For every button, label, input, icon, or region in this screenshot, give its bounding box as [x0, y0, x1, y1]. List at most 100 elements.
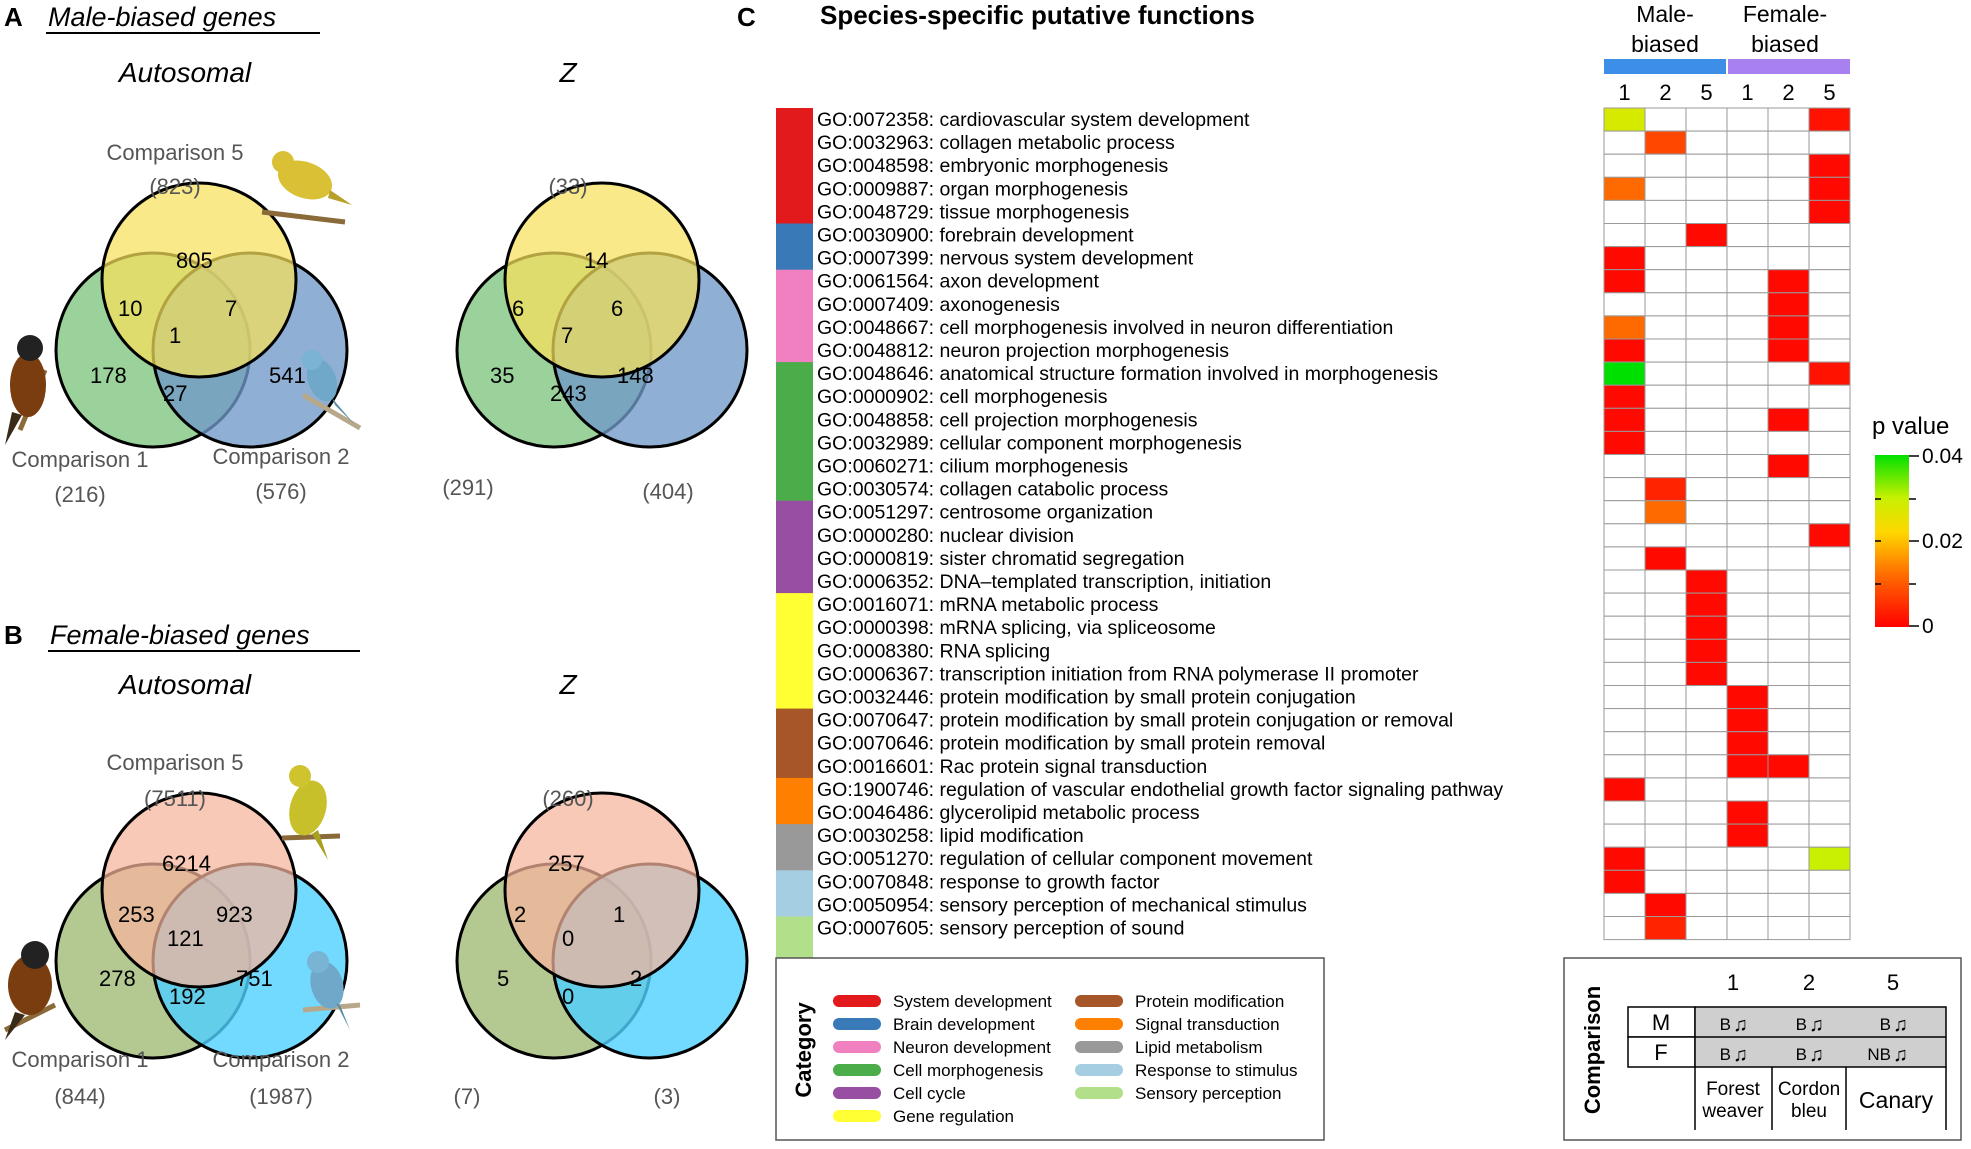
heatmap-cell: [1644, 685, 1687, 710]
heatmap-cell: [1685, 246, 1728, 271]
comparison-1-label: Comparison 1: [12, 1047, 149, 1072]
heatmap-cell: [1644, 569, 1687, 594]
heatmap-cell: [1603, 246, 1646, 271]
comparison-cell: B: [1720, 1045, 1731, 1064]
heatmap-cell: [1726, 892, 1769, 918]
venn-count-top: 257: [548, 851, 585, 876]
venn-count-right: 2: [630, 966, 642, 991]
venn-count-top-right: 6: [611, 296, 623, 321]
column-number: 5: [1823, 80, 1835, 105]
go-term-label: GO:0060271: cilium morphogenesis: [817, 456, 1128, 478]
heatmap-cell: [1685, 800, 1728, 825]
go-term-label: GO:0030258: lipid modification: [817, 825, 1084, 847]
heatmap-cell: [1603, 892, 1646, 918]
heatmap-cell: [1767, 407, 1810, 432]
heatmap-cell: [1685, 661, 1728, 687]
heatmap-cell: [1685, 430, 1728, 455]
comparison-1-total: (216): [54, 482, 105, 507]
heatmap-cell: [1767, 661, 1810, 687]
venn-circle-comparison-5: [503, 791, 701, 989]
go-term-label: GO:1900746: regulation of vascular endot…: [817, 779, 1503, 801]
heatmap-cell: [1808, 361, 1851, 386]
heatmap-cell: [1603, 292, 1646, 317]
colorbar-ticks: [1875, 455, 1919, 627]
heatmap-cell: [1685, 477, 1728, 502]
heatmap-cell: [1644, 638, 1687, 663]
venn-count-top-left: 253: [118, 902, 155, 927]
panel-b-autosomal-heading: Autosomal: [117, 669, 252, 700]
venn-count-top-left: 6: [512, 296, 524, 321]
comparison-table: Comparison 1 2 5 M F B ♫ B ♫ B ♫ B ♫ B ♫…: [1563, 957, 1962, 1141]
heatmap-cell: [1644, 430, 1687, 455]
go-term-label: GO:0030574: collagen catabolic process: [817, 479, 1168, 501]
legend-swatch: [1075, 1041, 1123, 1053]
species-canary: Canary: [1859, 1087, 1934, 1113]
colorbar-tick-label: 0.02: [1922, 530, 1963, 553]
category-block: [776, 593, 813, 710]
go-term-label: GO:0006352: DNA–templated transcription,…: [817, 571, 1271, 593]
panel-a-autosomal-heading: Autosomal: [117, 57, 252, 88]
heatmap-cell: [1767, 892, 1810, 918]
heatmap-cell: [1767, 430, 1810, 455]
go-term-label: GO:0007409: axonogenesis: [817, 294, 1060, 316]
legend-swatch: [833, 1087, 881, 1099]
comparison-5-total: (260): [542, 786, 593, 811]
heatmap-cell: [1685, 361, 1728, 386]
legend-label: Gene regulation: [893, 1107, 1014, 1126]
heatmap-cell: [1726, 546, 1769, 571]
heatmap-cell: [1808, 153, 1851, 178]
heatmap-cell: [1767, 269, 1810, 294]
comparison-cell: B: [1796, 1045, 1807, 1064]
heatmap-cell: [1685, 292, 1728, 317]
venn-count-top: 805: [176, 248, 213, 273]
heatmap-cell: [1685, 546, 1728, 571]
heatmap-cell: [1726, 916, 1769, 941]
heatmap-cell: [1685, 615, 1728, 640]
go-term-label: GO:0000902: cell morphogenesis: [817, 386, 1108, 408]
heatmap-cell: [1603, 916, 1646, 941]
heatmap-cell: [1726, 731, 1769, 756]
heatmap-cell: [1644, 500, 1687, 525]
heatmap-cell: [1808, 315, 1851, 340]
forest-weaver-icon: [3, 941, 57, 1040]
venn-count-left: 178: [90, 363, 127, 388]
heatmap-cell: [1685, 523, 1728, 548]
heatmap-cell: [1685, 199, 1728, 224]
venn-count-top: 6214: [162, 851, 211, 876]
heatmap-cell: [1603, 269, 1646, 294]
legend-label: Sensory perception: [1135, 1084, 1281, 1103]
heatmap-cell: [1644, 823, 1687, 848]
colorbar-tick-label: 0.04: [1922, 445, 1963, 468]
heatmap-cell: [1603, 569, 1646, 594]
heatmap-cell: [1685, 569, 1728, 594]
go-term-label: GO:0016601: Rac protein signal transduct…: [817, 756, 1207, 778]
heatmap-cell: [1726, 430, 1769, 455]
heatmap-cell: [1644, 754, 1687, 779]
heatmap-cell: [1726, 777, 1769, 802]
cordon-bleu-icon: [301, 350, 362, 431]
female-biased-label: Female-: [1743, 1, 1827, 27]
heatmap-cell: [1767, 523, 1810, 548]
go-term-label: GO:0008380: RNA splicing: [817, 640, 1050, 662]
heatmap-cell: [1808, 454, 1851, 479]
heatmap-cell: [1685, 223, 1728, 248]
heatmap-cell: [1726, 754, 1769, 779]
category-block: [776, 223, 813, 271]
heatmap-cell: [1603, 661, 1646, 687]
colorbar-title: p value: [1872, 413, 1949, 440]
heatmap-cell: [1685, 777, 1728, 802]
heatmap-cell: [1767, 777, 1810, 802]
go-term-label: GO:0050954: sensory perception of mechan…: [817, 894, 1307, 916]
heatmap-cell: [1685, 176, 1728, 201]
heatmap-cell: [1644, 916, 1687, 941]
heatmap-cell: [1808, 615, 1851, 640]
heatmap-cell: [1685, 708, 1728, 733]
go-term-label: GO:0007399: nervous system development: [817, 248, 1194, 270]
heatmap-cell: [1808, 107, 1851, 132]
venn-female-autosomal: 6214 278 751 253 923 192 121 Comparison …: [12, 750, 350, 1109]
music-note-icon: ♫: [1893, 1044, 1908, 1066]
comparison-col-1: 1: [1727, 970, 1739, 995]
comparison-1-label: Comparison 1: [12, 447, 149, 472]
comparison-2-total: (1987): [249, 1084, 313, 1109]
panel-a-title: Male-biased genes: [48, 2, 276, 32]
